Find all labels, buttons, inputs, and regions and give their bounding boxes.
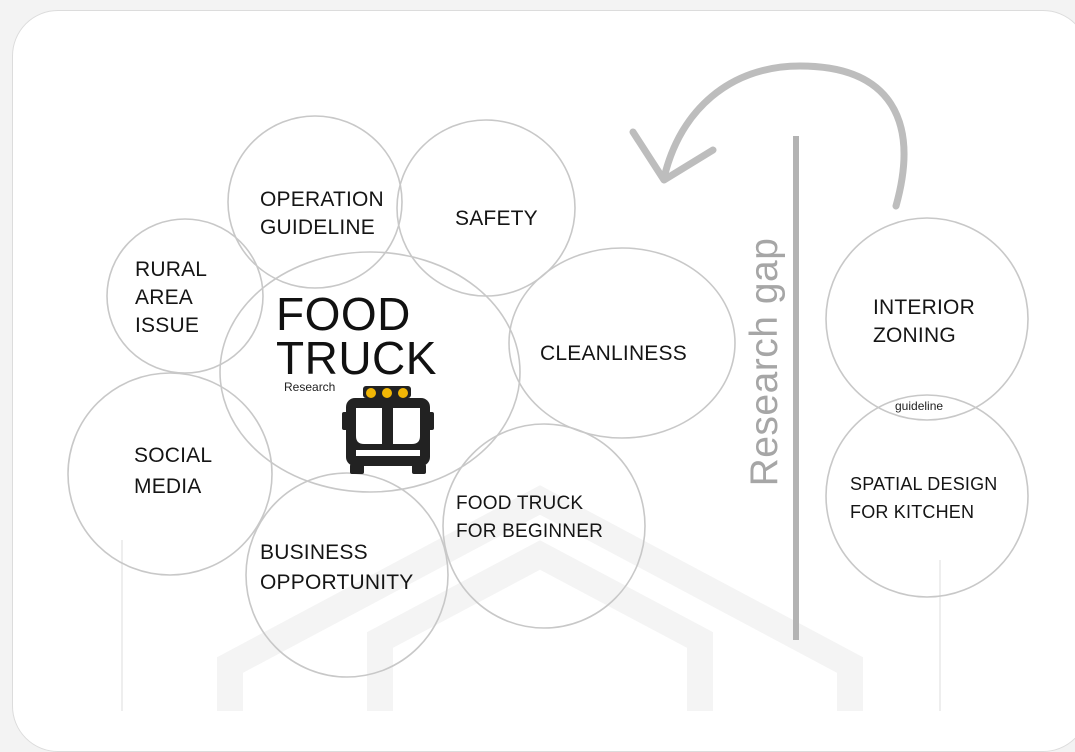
circle-social-media <box>67 372 273 576</box>
circle-spatial-design <box>825 394 1029 598</box>
center-subtitle: Research <box>284 380 336 394</box>
circle-rural-area-issue <box>106 218 264 374</box>
circle-business-opportunity <box>245 472 449 678</box>
label-interior-zoning: INTERIOR ZONING <box>873 296 975 347</box>
circle-food-truck-for-beginner <box>442 423 646 629</box>
circle-operation-guideline <box>227 115 403 289</box>
label-business-opportunity: BUSINESS OPPORTUNITY <box>260 541 414 594</box>
label-rural-area-issue: RURAL AREA ISSUE <box>135 258 208 337</box>
center-title: FOOD TRUCK <box>276 288 437 384</box>
label-operation-guideline: OPERATION GUIDELINE <box>260 188 384 239</box>
circle-cleanliness <box>508 247 736 439</box>
research-gap-label: Research gap <box>743 237 786 487</box>
label-social-media: SOCIAL MEDIA <box>134 444 213 498</box>
label-cleanliness: CLEANLINESS <box>540 342 687 365</box>
diagram-canvas <box>67 62 1029 711</box>
food-truck-icon <box>342 386 434 474</box>
label-spatial-design: SPATIAL DESIGN FOR KITCHEN <box>850 474 998 522</box>
circle-center <box>219 251 521 493</box>
label-guideline: guideline <box>895 399 944 413</box>
curved-arrow-icon <box>629 62 908 210</box>
watermark-lines <box>121 540 941 711</box>
label-safety: SAFETY <box>455 207 538 230</box>
label-food-truck-for-beginner: FOOD TRUCK FOR BEGINNER <box>456 493 604 542</box>
watermark <box>217 485 863 711</box>
circle-interior-zoning <box>825 217 1029 421</box>
